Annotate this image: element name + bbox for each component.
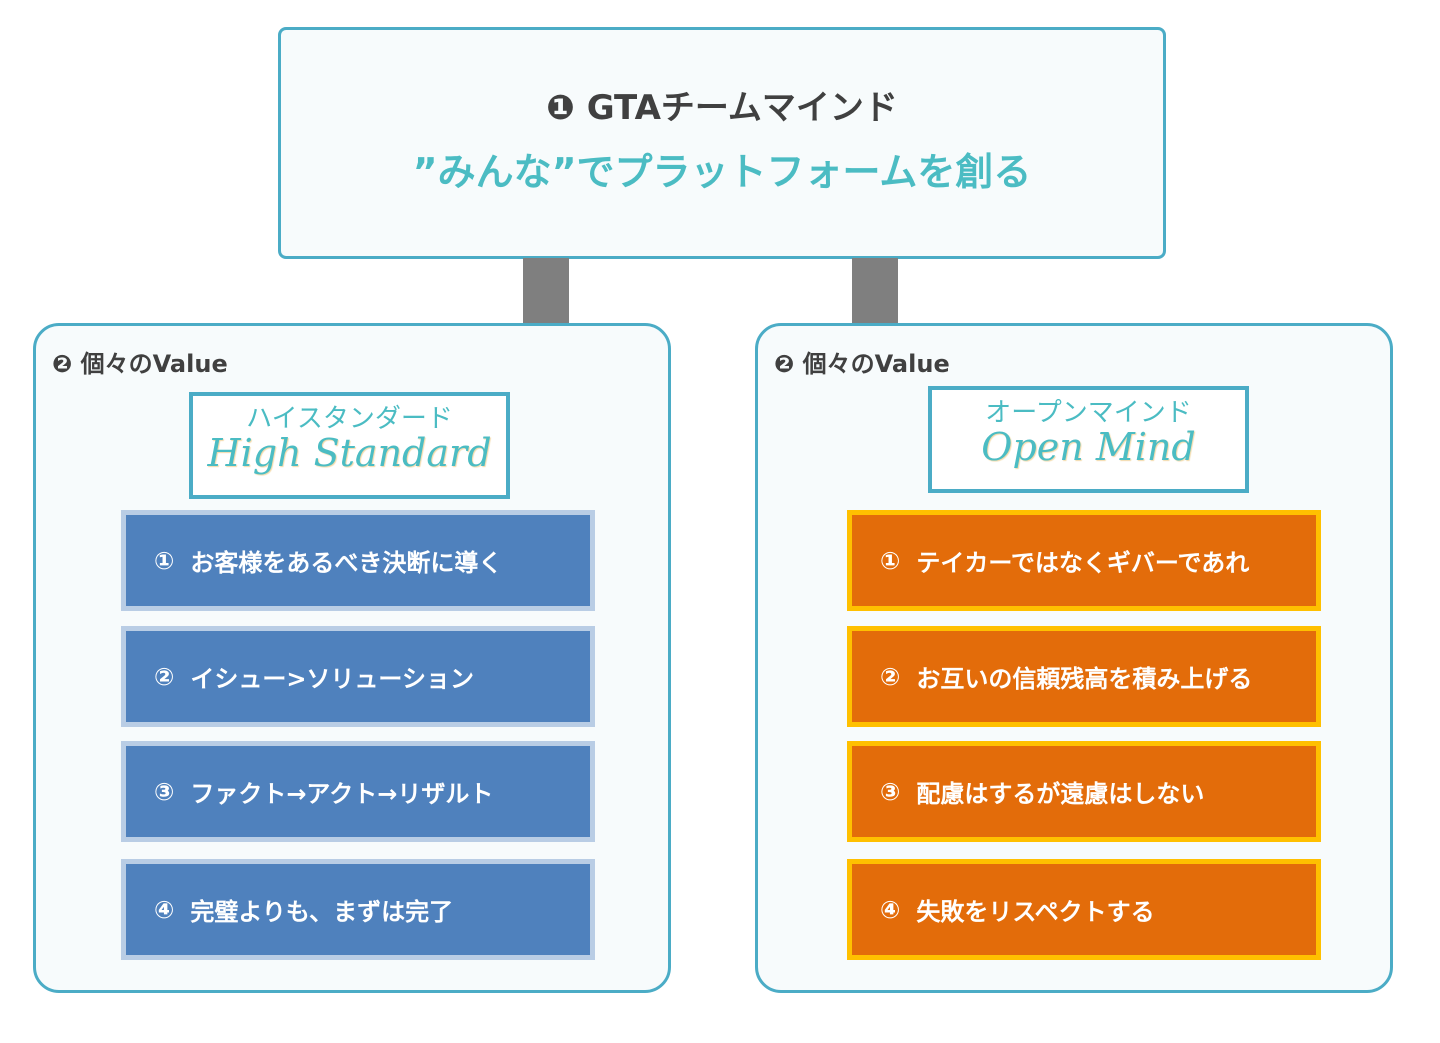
panel-label: ❷ 個々のValue bbox=[52, 350, 228, 378]
item-number: ④ bbox=[154, 895, 175, 924]
value-item: ④ 完璧よりも、まずは完了 bbox=[121, 859, 595, 960]
connector-left bbox=[523, 258, 569, 325]
item-number: ③ bbox=[154, 777, 175, 806]
item-text: 配慮はするが遠慮はしない bbox=[916, 780, 1205, 808]
item-text: お互いの信頼残高を積み上げる bbox=[916, 665, 1253, 693]
connector-right bbox=[852, 258, 898, 325]
item-text: テイカーではなくギバーであれ bbox=[916, 549, 1250, 577]
value-item: ② お互いの信頼残高を積み上げる bbox=[847, 626, 1321, 727]
item-text: ファクト→アクト→リザルト bbox=[190, 780, 494, 808]
value-item: ② イシュー>ソリューション bbox=[121, 626, 595, 727]
logo-jp: オープンマインド bbox=[985, 398, 1192, 428]
high-standard-logo: ハイスタンダード High Standard bbox=[189, 392, 510, 499]
team-mind-subtitle: ”みんな”でプラットフォームを創る bbox=[412, 150, 1032, 194]
value-panel-high-standard: ❷ 個々のValue ハイスタンダード High Standard ① お客様をあ… bbox=[33, 323, 671, 993]
title-text: GTAチームマインド bbox=[586, 88, 898, 128]
value-item: ③ ファクト→アクト→リザルト bbox=[121, 741, 595, 842]
logo-en: Open Mind bbox=[981, 425, 1196, 469]
logo-en: High Standard bbox=[207, 431, 492, 475]
item-number: ① bbox=[154, 546, 175, 575]
logo-jp: ハイスタンダード bbox=[246, 404, 453, 434]
open-mind-logo: オープンマインド Open Mind bbox=[928, 386, 1249, 493]
team-mind-box: ❶ GTAチームマインド ”みんな”でプラットフォームを創る bbox=[278, 27, 1166, 259]
value-item: ③ 配慮はするが遠慮はしない bbox=[847, 741, 1321, 842]
number-badge: ❶ bbox=[546, 88, 575, 128]
value-item: ① テイカーではなくギバーであれ bbox=[847, 510, 1321, 611]
value-item: ④ 失敗をリスペクトする bbox=[847, 859, 1321, 960]
item-text: イシュー>ソリューション bbox=[190, 665, 474, 693]
item-text: 完璧よりも、まずは完了 bbox=[190, 898, 454, 926]
value-item: ① お客様をあるべき決断に導く bbox=[121, 510, 595, 611]
value-panel-open-mind: ❷ 個々のValue オープンマインド Open Mind ① テイカーではなくギ… bbox=[755, 323, 1393, 993]
item-number: ③ bbox=[880, 777, 901, 806]
item-number: ② bbox=[154, 662, 175, 691]
panel-label: ❷ 個々のValue bbox=[774, 350, 950, 378]
item-number: ④ bbox=[880, 895, 901, 924]
item-number: ① bbox=[880, 546, 901, 575]
item-text: お客様をあるべき決断に導く bbox=[190, 549, 503, 577]
item-number: ② bbox=[880, 662, 901, 691]
item-text: 失敗をリスペクトする bbox=[916, 898, 1155, 926]
team-mind-title: ❶ GTAチームマインド bbox=[281, 80, 1163, 129]
